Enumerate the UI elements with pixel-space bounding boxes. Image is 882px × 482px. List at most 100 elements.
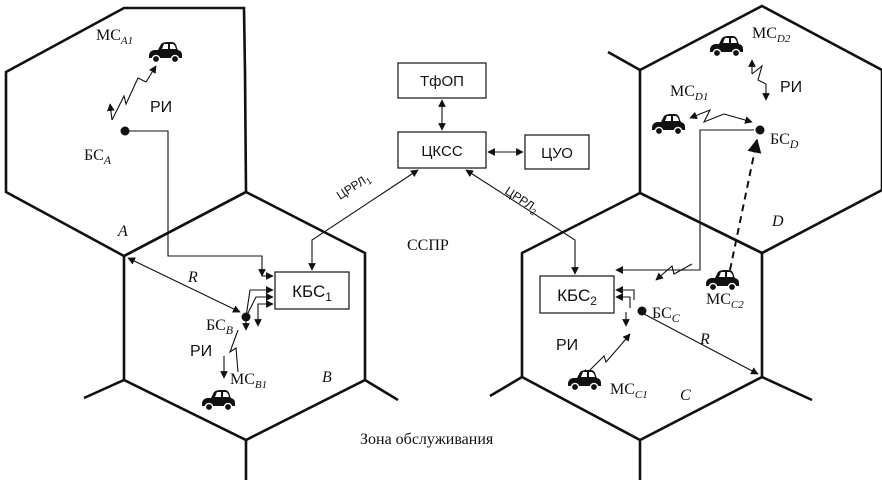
ms-d1-label: МСD1 [670,83,708,103]
tfop-label: ТфОП [420,73,464,90]
radius-b-line [127,257,241,313]
ms-c1-sub: C1 [635,389,648,401]
bs-c-prefix: БС [652,305,672,322]
radio-link-ms-a1 [111,77,147,121]
crrl2-label-sub: 2 [528,206,538,217]
cell-d-contents: МСD2 РИ МСD1 БСD D [615,25,802,274]
cell-c [489,191,813,480]
car-icon-ms-c2 [705,269,740,292]
cell-d-label: D [771,213,784,230]
cell-c-outer-edge-right [761,375,813,402]
ms-c1-prefix: МС [610,381,635,398]
radio-arrow-ms-c1-up [619,333,631,347]
service-zone-label: Зона обслуживания [360,431,494,448]
cell-d [607,4,882,255]
bs-c-label: БСC [652,305,681,325]
bs-b-kbs1-link-middle [245,293,274,318]
ms-b1-label: МСB1 [230,371,267,391]
cell-b-outer-edge-left [83,378,125,400]
network-label: ССПР [407,237,449,254]
cell-c-outer-edge-left [489,375,523,398]
crrl1-label-main: ЦРРЛ [334,173,369,202]
radio-arrow-ms-a1-down [145,65,157,83]
radio-label-a: РИ [150,99,172,116]
ms-d2-prefix: МС [752,25,777,42]
bs-a-prefix: БС [84,147,104,164]
bs-d-prefix: БС [770,131,790,148]
kbs2-node: КБС2 [539,275,615,314]
cell-a-label: A [117,223,128,240]
kbs2-label: КБС2 [557,286,597,308]
tfop-box [397,62,487,99]
ms-d2-sub: D2 [776,33,791,45]
crrl1-label: ЦРРЛ1 [334,171,374,205]
radius-c-line [643,313,759,375]
ckss-label: ЦКСС [421,143,462,160]
cell-b [83,190,399,480]
cuo-label: ЦУО [541,145,573,162]
cell-b-outer-edge-right [364,378,399,402]
bs-c-kbs2-link-middle [615,293,631,308]
bs-b-kbs1-link-lower [254,300,274,327]
radio-arrow-ms-d1 [723,113,753,124]
kbs2-label-sub: 2 [590,294,597,308]
cell-d-outer-edge-left [607,50,641,72]
car-icon-ms-d1 [651,113,686,136]
ckss-node: ЦКСС [397,131,487,169]
ms-b1-prefix: МС [230,371,255,388]
car-icon-ms-d2 [709,35,744,58]
bs-c-sub: C [672,311,681,325]
cuo-node: ЦУО [524,134,590,170]
bs-b-prefix: БС [206,317,226,334]
radio-link-ms-b1 [228,329,239,373]
ms-c1-label: МСC1 [610,381,648,401]
kbs1-label-sub: 1 [325,290,332,304]
crrl1-link [308,169,419,271]
radio-link-ms-c1 [587,345,621,373]
bs-b-label: БСB [206,317,234,337]
kbs2-box [539,275,615,314]
ckss-box [397,131,487,169]
ms-d2-label: МСD2 [752,25,791,45]
bs-d-label: БСD [770,131,799,151]
car-icon-ms-c1 [567,369,602,392]
cell-a-contents: МСA1 РИ БСA A [84,27,274,280]
bs-d-kbs2-link [615,129,754,274]
crrl2-link [465,169,579,275]
cuo-box [524,134,590,170]
radio-label-b: РИ [190,343,212,360]
bs-b-sub: B [226,323,234,337]
bs-c-kbs2-link-upper [615,286,635,300]
ms-b1-sub: B1 [255,379,267,391]
cell-c-contents: БСC R РИ МСC1 C МСC2 [556,138,762,404]
ms-a1-prefix: МС [96,27,121,44]
ms-c2-sub: C2 [731,299,744,311]
bs-a-sub: A [103,153,112,167]
cell-c-hexagon [520,191,764,442]
radius-b-label: R [187,269,198,286]
bs-d-antenna-dot [755,125,765,135]
handover-dashed-link [729,138,762,271]
car-icon-ms-b1 [201,389,236,412]
radio-link-ms-c2 [655,263,693,281]
bs-c-antenna-dot [637,306,647,316]
bs-a-label: БСA [84,147,112,167]
kbs2-label-main: КБС [557,286,590,305]
radio-label-c: РИ [556,337,578,354]
cell-b-contents: R БСB РИ МСB1 B [127,257,332,412]
kbs1-node: КБС1 [274,271,350,310]
car-icon-ms-a1 [148,41,183,64]
tfop-node: ТфОП [397,62,487,99]
radio-link-ms-d1 [689,108,725,124]
cell-b-label: B [322,369,332,386]
ms-d1-prefix: МС [670,83,695,100]
ms-a1-sub: A1 [120,35,133,47]
ms-c2-label: МСC2 [706,291,744,311]
crrl1-label-sub: 1 [364,176,374,187]
cell-c-label: C [680,387,691,404]
bs-b-kbs1-link-upper [245,286,274,318]
kbs1-label-main: КБС [292,282,325,301]
ms-a1-label: МСA1 [96,27,133,47]
radio-label-d: РИ [780,79,802,96]
